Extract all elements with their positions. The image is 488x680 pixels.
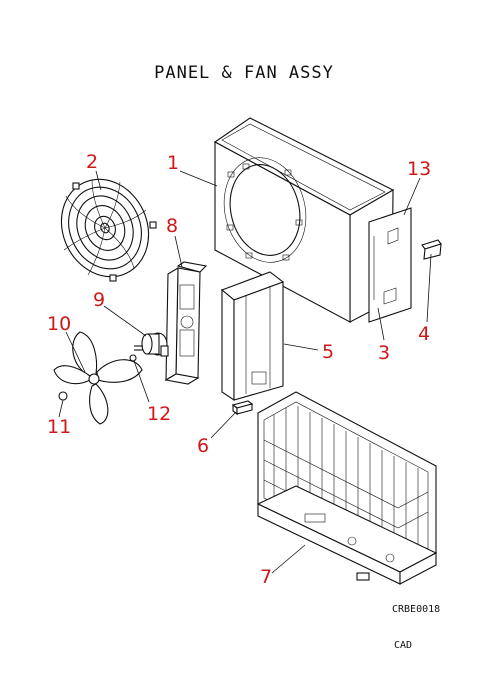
drawing-code: CRBE0018 (392, 604, 441, 615)
washer-drawing (129, 354, 137, 362)
cushion-drawing (231, 400, 254, 416)
callout-base-pan: 7 (260, 566, 273, 588)
callout-fan-guard: 2 (86, 151, 99, 173)
nut-drawing (58, 391, 68, 401)
callout-front-panel: 1 (167, 152, 180, 174)
motor-bracket-drawing (164, 261, 208, 385)
callout-nut: 11 (47, 416, 72, 438)
fan-motor-drawing (134, 332, 169, 357)
diagram-title: PANEL & FAN ASSY (154, 63, 334, 83)
leader-lines (58, 170, 432, 574)
base-pan-drawing (256, 391, 438, 585)
callout-side-panel: 3 (378, 342, 391, 364)
callout-propeller-fan: 10 (47, 313, 72, 335)
callout-washer: 12 (147, 403, 172, 425)
handle-drawing (421, 239, 442, 260)
side-plate-drawing (368, 207, 412, 323)
callout-side-plate: 13 (407, 158, 432, 180)
callout-motor-bracket: 8 (166, 215, 179, 237)
callout-partition-plate: 5 (322, 341, 335, 363)
callout-fan-motor: 9 (93, 289, 106, 311)
footer-cad: CAD (394, 640, 413, 651)
propeller-fan-drawing (53, 331, 143, 425)
callout-cushion: 6 (197, 435, 210, 457)
callout-handle: 4 (418, 323, 431, 345)
partition-plate-drawing (220, 271, 285, 402)
fan-guard-drawing (60, 178, 157, 282)
